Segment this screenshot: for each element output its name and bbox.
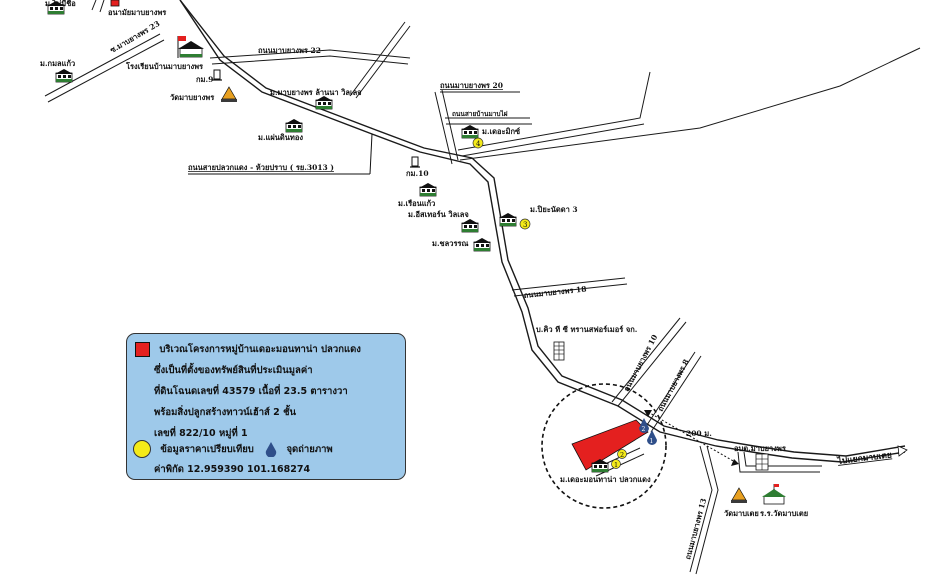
comparison-marker-1-number: 1 [614, 461, 618, 469]
chonwarin-house-icon [472, 237, 492, 252]
moo-kamonkaew-label: ม.กมลแก้ว [40, 59, 75, 68]
comparison-marker-4-number: 4 [476, 140, 481, 148]
legend-row-project: บริเวณโครงการหมู่บ้านเดอะมอนทาน่า ปลวกแด… [135, 342, 361, 357]
moo-chonwarin-label: ม.ชลวรรณ [432, 239, 469, 248]
wat-mabyangporn-label: วัดมาบยางพร [170, 93, 215, 102]
company-building-icon [553, 341, 565, 361]
to-mabtoei-label: ไปแยกมาบเตย [836, 449, 892, 467]
road-20-line [434, 89, 459, 165]
wat-mabtoei-icon [730, 487, 748, 504]
moo-demix-label: ม.เดอะมิกซ์ [482, 127, 520, 136]
comparison-marker-3 [519, 218, 531, 230]
project-area-swatch-icon [135, 342, 150, 357]
school-mabtoei-label: ร.ร.วัดมาบเตย [760, 509, 808, 518]
legend-line-1: บริเวณโครงการหมู่บ้านเดอะมอนทาน่า ปลวกแด… [159, 344, 361, 355]
moo-phaendin-label: ม.แผ่นดินทอง [258, 133, 303, 142]
school-mabtoei-icon [762, 484, 786, 505]
road-north-left [91, 0, 105, 13]
road-8-line [644, 351, 702, 433]
anamai-label: อนามัยมาบยางพร [108, 8, 167, 17]
obt-building-icon [755, 453, 769, 471]
svg-text:1: 1 [650, 438, 654, 445]
wat-mabyangporn-icon [220, 86, 238, 103]
km10-label: กม.10 [406, 169, 429, 178]
comparison-marker-2 [617, 449, 627, 459]
health-center-icon [110, 0, 120, 7]
legend-comparison-label: ข้อมูลราคาเปรียบเทียบ [160, 443, 254, 455]
kamonkaew-house-icon [54, 68, 74, 83]
road-22-branch [349, 21, 411, 99]
piyanadda-house-icon [498, 212, 518, 227]
legend-line-3: ที่ดินโฉนดเลขที่ 43579 เนื้อที่ 23.5 ตาร… [154, 386, 348, 397]
main-road-line-2 [179, 0, 906, 457]
moo-piyanadda-label: ม.ปิยะนัดดา 3 [530, 205, 578, 214]
comparison-marker-1 [611, 459, 621, 469]
obt-label: อบต.มาบยางพร [734, 444, 787, 453]
distance-arrow-end-icon [731, 459, 739, 466]
distance-arrow-start-icon [644, 410, 652, 417]
road-8-label: ถนนมาบยางพร 8 [656, 358, 691, 413]
eastern-house-icon [460, 218, 480, 233]
map-legend: บริเวณโครงการหมู่บ้านเดอะมอนทาน่า ปลวกแด… [126, 333, 406, 480]
road-22-line [209, 49, 411, 65]
ruenkaew-house-icon [418, 182, 438, 197]
legend-line-2: ซึ่งเป็นที่ตั้งของทรัพย์สินที่ประเมินมูล… [154, 365, 313, 376]
road-network [44, 0, 921, 575]
road-20-label: ถนนมาบยางพร 20 [440, 81, 503, 90]
comparison-marker-2-number: 2 [620, 451, 624, 459]
km9-label: กม.9 [196, 75, 213, 84]
phaendin-house-icon [284, 118, 304, 133]
road-san-mai-line [445, 117, 532, 125]
wat-mabtoei-label: วัดมาบเตย [724, 509, 759, 518]
to-mabtoei-arrow-icon [897, 445, 908, 457]
main-road-line [179, 0, 906, 463]
photo-point-swatch-icon [265, 441, 277, 457]
comparison-marker-3-number: 3 [523, 221, 527, 229]
main-road-label-pointer [369, 133, 373, 175]
road-san-mai-label: ถนนสายบ้านมาบไผ่ [452, 109, 508, 118]
school-icon [177, 36, 204, 58]
svg-text:2: 2 [642, 426, 646, 433]
company-label: บ.คิว ที ซี ทรานสฟอร์เมอร์ จก. [536, 325, 637, 334]
moo-mai-chue-label: ม.ไม่มีชื่อ [45, 0, 76, 8]
km10-post-icon [409, 156, 421, 168]
lanna-house-icon [314, 95, 334, 110]
road-far-east [459, 47, 921, 161]
km9-post-icon [211, 69, 223, 81]
soi-23-label: ซ.มาบยางพร 23 [109, 19, 162, 55]
photo-marker-1-icon: 1 [647, 430, 657, 445]
road-18-label: ถนนมาบยางพร 18 [523, 284, 587, 300]
school-label: โรงเรียนบ้านมาบยางพร [125, 61, 204, 71]
moo-ruenkaew-label: ม.เรือนแก้ว [398, 199, 435, 208]
project-area-circle [541, 383, 667, 509]
distance-line [647, 411, 736, 463]
soi-23-line [44, 33, 165, 103]
moo-eastern-label: ม.อีสเทอร์น วิลเลจ [408, 210, 469, 219]
moo-lanna-label: ม.มาบยางพร ล้านนา วิลเลจ [270, 88, 362, 97]
comparison-swatch-icon [133, 440, 151, 458]
legend-photo-label: จุดถ่ายภาพ [286, 443, 333, 455]
road-10-line [611, 317, 687, 407]
legend-line-4: พร้อมสิ่งปลูกสร้างทาวน์เฮ้าส์ 2 ชั้น [154, 407, 297, 418]
road-10-label: ถนนมาบยางพร 10 [622, 333, 660, 393]
project-area-red [571, 419, 649, 471]
road-22-label: ถนนมาบยางพร 22 [258, 46, 321, 55]
road-to-mabtoei [737, 451, 822, 473]
legend-coordinates: ค่าพิกัด 12.959390 101.168274 [154, 464, 311, 475]
main-road-label: ถนนสายปลวกแดง - ห้วยปราบ ( รย.3013 ) [188, 163, 334, 172]
demix-house-icon [460, 124, 480, 139]
comparison-marker-4 [472, 137, 484, 149]
distance-label: 200 ม. [686, 429, 712, 438]
legend-line-5: เลขที่ 822/10 หมู่ที่ 1 [154, 428, 248, 439]
road-13-line [689, 445, 719, 575]
road-east-branch [457, 71, 651, 157]
moo-demonthana-label: ม.เดอะมอนทาน่า ปลวกแดง [560, 475, 651, 484]
photo-marker-2-icon: 2 [639, 418, 649, 433]
legend-row-markers: ข้อมูลราคาเปรียบเทียบ จุดถ่ายภาพ [133, 440, 333, 458]
road-18-line [511, 277, 628, 297]
